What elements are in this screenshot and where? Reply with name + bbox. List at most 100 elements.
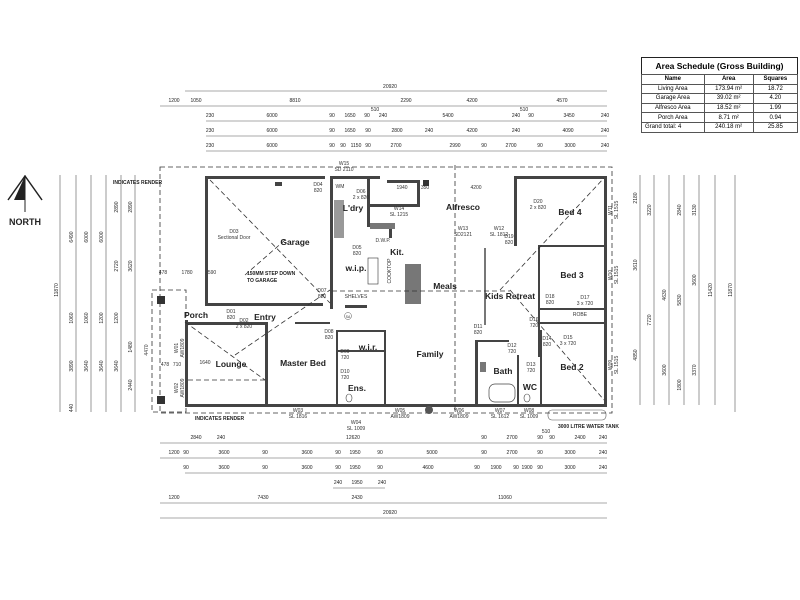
dim: 240 — [599, 465, 608, 471]
door-d20-size: 2 x 820 — [530, 205, 547, 211]
dim: 90 — [365, 143, 371, 149]
window-w02: W02 — [174, 383, 180, 394]
dim: 90 — [377, 465, 383, 471]
dim: 230 — [206, 128, 215, 134]
dim: 4600 — [422, 465, 433, 471]
dim: 478 — [161, 362, 170, 368]
dim: 1900 — [521, 465, 532, 471]
room-family: Family — [417, 349, 444, 359]
door-d01-size: 820 — [227, 315, 236, 321]
window-w06-size: AW1809 — [450, 414, 469, 420]
toilet — [345, 393, 353, 403]
window-w08: W08 — [524, 408, 535, 414]
dim: 240 — [217, 435, 226, 441]
window-w07: W07 — [495, 408, 506, 414]
window-w09: W09 — [608, 360, 614, 371]
cell: 4.20 — [752, 93, 799, 104]
dim: 2890 — [114, 201, 120, 212]
dim: 230 — [206, 113, 215, 119]
door-d14: D14 — [542, 336, 551, 342]
dim: 240 — [601, 143, 610, 149]
door-w13: W13 — [458, 226, 469, 232]
room-porch: Porch — [184, 310, 208, 320]
dim: 510 — [542, 429, 551, 435]
dim: 590 — [208, 270, 217, 276]
cell: 18.72 — [752, 83, 799, 95]
dim: 90 — [364, 113, 370, 119]
dim: 90 — [537, 435, 543, 441]
dim: 4470 — [144, 344, 150, 355]
garage-fixture — [275, 182, 282, 186]
dim: 3000 — [564, 465, 575, 471]
dim: 3600 — [301, 450, 312, 456]
dim: 1650 — [344, 128, 355, 134]
door-d13: D13 — [526, 362, 535, 368]
dim: 3600 — [301, 465, 312, 471]
dim: 6000 — [266, 113, 277, 119]
dim: 3600 — [692, 274, 698, 285]
room-bed-4: Bed 4 — [558, 207, 581, 217]
room-wir: w.i.r. — [358, 342, 378, 352]
door-d02: D02 — [239, 318, 248, 324]
dim: 2840 — [190, 435, 201, 441]
porch-post — [157, 396, 165, 404]
dim: 1950 — [349, 465, 360, 471]
dim: 1480 — [128, 341, 134, 352]
room-ensuite: Ens. — [348, 383, 366, 393]
room-bath: Bath — [494, 366, 513, 376]
cell: Garage Area — [641, 93, 705, 104]
door-d11: D11 — [474, 324, 483, 330]
dim: 90 — [365, 128, 371, 134]
bottom-dimensions: 2840 240 12620 90 2700 90 510 90 2400 24… — [160, 429, 608, 519]
dim: 90 — [329, 113, 335, 119]
cell: 18.52 m² — [703, 102, 754, 114]
room-labels: Garage L'dry Alfresco Bed 4 Kit. w.i.p. … — [184, 202, 584, 393]
door-d19-size: 820 — [505, 240, 514, 246]
room-entry: Entry — [254, 312, 276, 322]
door-d17: D17 — [580, 295, 589, 301]
dim: 1640 — [199, 360, 210, 366]
note-shelves: SHELVES — [345, 294, 368, 300]
alfresco-post — [423, 180, 429, 186]
dim: 7430 — [257, 495, 268, 501]
dim-overall-bottom: 20920 — [383, 510, 397, 516]
window-w01-size: AW1809 — [180, 338, 186, 357]
note-wm: WM — [336, 184, 345, 190]
dim: 6000 — [266, 143, 277, 149]
window-w02-size: AW1809 — [180, 378, 186, 397]
note-dwp: D.W.P. — [376, 238, 391, 244]
dim: 7720 — [647, 314, 653, 325]
cell: Porch Area — [641, 112, 705, 123]
laundry-bench — [334, 200, 344, 238]
dim: 1150 — [351, 143, 362, 149]
door-d07-size: 820 — [318, 294, 327, 300]
door-d08: D08 — [324, 329, 333, 335]
dim: 240 — [599, 450, 608, 456]
door-w13-size: SD2121 — [454, 232, 472, 238]
door-d14-size: 820 — [543, 342, 552, 348]
dim: 4850 — [633, 349, 639, 360]
window-w12-size: SL 1812 — [490, 232, 509, 238]
dim: 1950 — [349, 450, 360, 456]
note-indicates-render: INDICATES RENDER — [195, 416, 244, 422]
dim: 90 — [481, 450, 487, 456]
dim-overall-top: 20920 — [383, 84, 397, 90]
room-bed-2: Bed 2 — [560, 362, 583, 372]
top-dimensions: 20920 1200 1050 8810 2290 4200 4570 230 … — [160, 84, 610, 152]
window-w03: W03 — [293, 408, 304, 414]
dim: 4200 — [466, 128, 477, 134]
door-d15-size: 3 x 720 — [560, 341, 577, 347]
dim: 90 — [528, 113, 534, 119]
door-d07: D07 — [317, 288, 326, 294]
cell: Grand total: 4 — [641, 121, 705, 133]
room-master-bed: Master Bed — [280, 358, 326, 368]
cell: 25.85 — [752, 121, 799, 133]
dim: 3600 — [662, 364, 668, 375]
dim: 2700 — [506, 450, 517, 456]
window-w06: W06 — [454, 408, 465, 414]
dim: 2800 — [391, 128, 402, 134]
note-water-tank: 3000 LITRE WATER TANK — [558, 424, 619, 430]
room-kitchen: Kit. — [390, 247, 404, 257]
note-step-down: 150MM STEP DOWN — [247, 271, 296, 277]
